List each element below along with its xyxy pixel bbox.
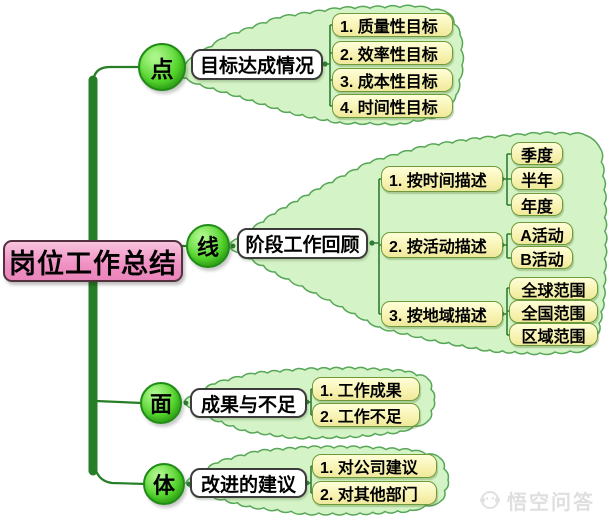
branch-circle-xian: 线 <box>186 224 230 268</box>
topic-goal-achievement: 目标达成情况 <box>191 49 323 80</box>
leaf-label: 年度 <box>520 198 553 216</box>
topic-improvement-suggestions: 改进的建议 <box>190 468 307 498</box>
item-company-suggestions: 1. 对公司建议 <box>312 454 437 478</box>
leaf-national-scope: 全国范围 <box>509 300 598 323</box>
branch-circle-label: 面 <box>149 392 172 417</box>
item-label: 2. 按活动描述 <box>389 239 487 256</box>
item-other-departments: 2. 对其他部门 <box>312 481 437 505</box>
monkey-logo-icon <box>479 491 501 509</box>
connector-brackets <box>308 24 511 494</box>
leaf-half-year: 半年 <box>511 167 563 190</box>
item-work-shortcomings: 2. 工作不足 <box>312 403 420 427</box>
branch-circle-mian: 面 <box>140 382 182 424</box>
item-by-activity: 2. 按活动描述 <box>381 232 503 258</box>
leaf-activity-b: B活动 <box>511 246 573 269</box>
leaf-label: A活动 <box>520 227 564 245</box>
item-time-goal: 4. 时间性目标 <box>332 94 453 118</box>
leaf-label: 全球范围 <box>521 282 586 300</box>
topic-label: 阶段工作回顾 <box>245 235 360 256</box>
leaf-activity-a: A活动 <box>511 222 573 245</box>
leaf-label: 季度 <box>520 147 553 165</box>
topic-stage-review: 阶段工作回顾 <box>237 228 368 259</box>
item-label: 3. 按地域描述 <box>389 308 487 325</box>
item-by-region: 3. 按地域描述 <box>381 301 503 327</box>
leaf-label: 全国范围 <box>521 305 586 323</box>
leaf-label: B活动 <box>520 251 564 269</box>
leaf-regional-scope: 区域范围 <box>509 323 598 346</box>
branch-circle-label: 体 <box>152 473 175 498</box>
leaf-global-scope: 全球范围 <box>509 277 598 300</box>
leaf-year: 年度 <box>511 193 563 216</box>
item-label: 2. 效率性目标 <box>340 47 438 64</box>
item-efficiency-goal: 2. 效率性目标 <box>332 41 453 65</box>
topic-label: 目标达成情况 <box>199 56 314 77</box>
leaf-label: 半年 <box>520 172 553 190</box>
item-cost-goal: 3. 成本性目标 <box>332 68 453 92</box>
item-label: 1. 对公司建议 <box>320 460 418 477</box>
item-label: 4. 时间性目标 <box>340 100 438 117</box>
topic-results-shortcomings: 成果与不足 <box>190 388 307 418</box>
branch-circle-ti: 体 <box>143 463 185 505</box>
item-label: 1. 按时间描述 <box>389 173 487 190</box>
topic-label: 改进的建议 <box>200 474 296 496</box>
branch-circle-label: 线 <box>196 235 219 260</box>
item-work-results: 1. 工作成果 <box>312 377 420 401</box>
watermark: 悟空问答 <box>479 487 607 514</box>
leaf-label: 区域范围 <box>521 328 586 346</box>
item-label: 3. 成本性目标 <box>340 74 438 91</box>
item-label: 2. 对其他部门 <box>320 487 418 504</box>
item-quality-goal: 1. 质量性目标 <box>332 13 453 37</box>
watermark-text: 悟空问答 <box>507 491 595 514</box>
item-label: 1. 工作成果 <box>320 383 402 400</box>
leaf-quarter: 季度 <box>511 142 563 165</box>
root-node: 岗位工作总结 <box>3 240 183 282</box>
item-label: 1. 质量性目标 <box>340 19 438 36</box>
topic-label: 成果与不足 <box>200 394 296 416</box>
item-label: 2. 工作不足 <box>320 409 402 426</box>
branch-circle-dian: 点 <box>138 43 186 91</box>
root-label: 岗位工作总结 <box>9 248 177 279</box>
item-by-time: 1. 按时间描述 <box>381 166 503 192</box>
branch-circle-label: 点 <box>150 56 174 82</box>
